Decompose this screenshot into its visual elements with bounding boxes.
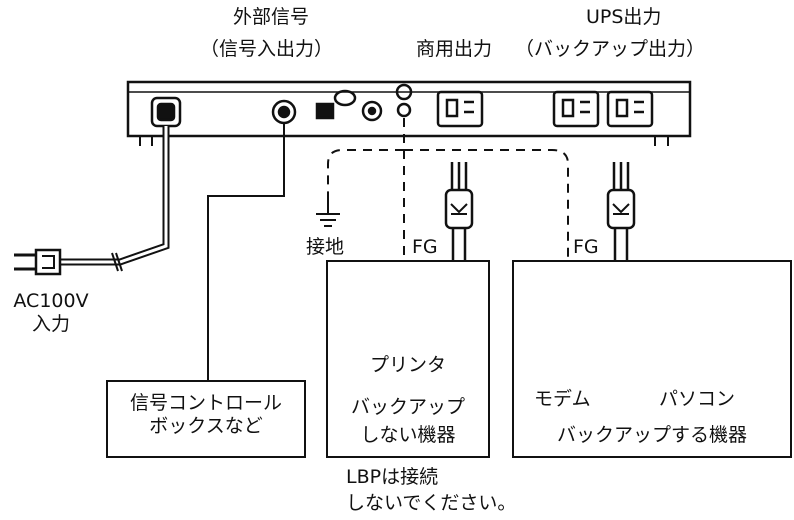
no-backup-devices-box: プリンタ バックアップ しない機器 <box>326 260 490 458</box>
fg-dashed-lines <box>327 118 569 262</box>
modem-label: モデム <box>534 388 591 410</box>
ac-input-label: AC100V 入力 <box>4 290 98 336</box>
ups-unit-icon <box>126 80 692 146</box>
external-signal-line1: 外部信号 <box>232 6 309 28</box>
fg-label-backup: FG <box>573 236 599 258</box>
signal-box-line2: ボックスなど <box>149 414 263 437</box>
no-backup-line2: しない機器 <box>360 424 456 446</box>
ac-plug-icon <box>14 248 62 276</box>
signal-box-line1: 信号コントロール <box>129 392 282 414</box>
external-signal-sublabel: （信号入出力） <box>200 38 334 60</box>
lbp-note-line1: LBPは接続 <box>346 466 439 488</box>
backup-devices-label: バックアップする機器 <box>556 424 747 446</box>
power-plug-icon <box>606 162 636 262</box>
ac-power-cord <box>60 126 170 272</box>
signal-control-box: 信号コントロール ボックスなど <box>106 380 306 458</box>
ups-output-sublabel: （バックアップ出力） <box>515 38 706 60</box>
fg-label-printer: FG <box>412 236 438 258</box>
signal-cable <box>207 123 285 382</box>
pc-label: パソコン <box>659 388 736 410</box>
ac-input-line1: AC100V <box>13 290 89 312</box>
commercial-output-label: 商用出力 <box>416 38 493 60</box>
backup-devices-box: モデム パソコン バックアップする機器 <box>512 260 792 458</box>
external-signal-label: 外部信号 <box>229 6 313 29</box>
printer-label: プリンタ <box>369 354 446 376</box>
ups-output-label: UPS出力 <box>586 6 662 28</box>
power-plug-icon <box>444 162 474 262</box>
ac-input-line2: 入力 <box>31 312 70 335</box>
lbp-note-line2: しないでください。 <box>346 492 517 514</box>
ground-icon <box>316 198 340 227</box>
no-backup-line1: バックアップ <box>350 396 465 418</box>
ground-label: 接地 <box>306 236 345 258</box>
